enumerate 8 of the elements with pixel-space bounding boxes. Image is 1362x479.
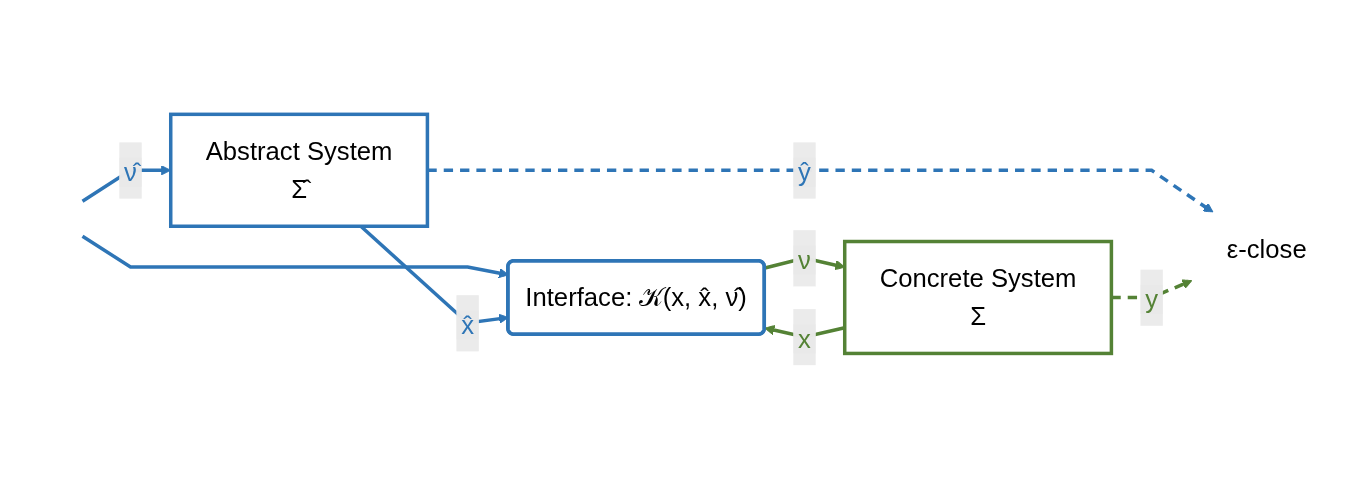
node-box: Concrete System Σ — [842, 239, 1114, 356]
edge-label: x — [798, 324, 811, 354]
edge-label: ŷ — [798, 157, 811, 187]
edge-label: ν — [798, 245, 811, 275]
edge-label: x̂ — [461, 310, 475, 340]
edge-label: y — [1145, 284, 1159, 315]
node-box: Abstract System Σ̂ — [169, 112, 430, 228]
node-text: ε-close — [1226, 234, 1307, 264]
